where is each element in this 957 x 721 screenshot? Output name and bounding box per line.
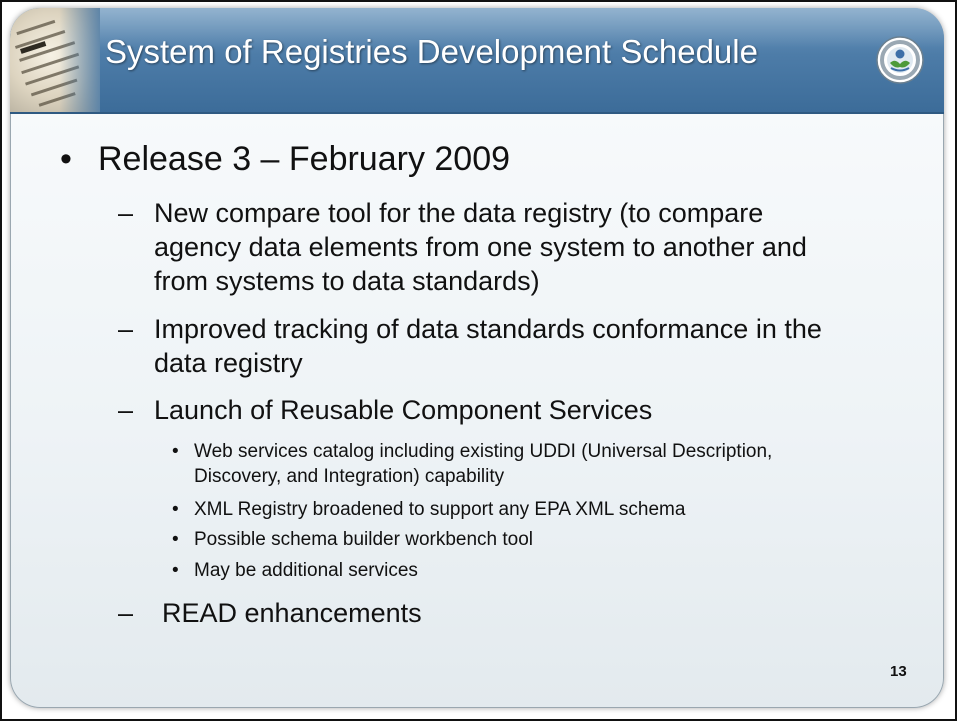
- list-item-text: Launch of Reusable Component Services: [154, 395, 653, 425]
- dash-mark: –: [118, 598, 134, 628]
- page-number: 13: [890, 663, 907, 680]
- sub-item-xml-registry: • XML Registry broadened to support any …: [172, 497, 834, 522]
- list-item-read-enhancements: – READ enhancements: [118, 596, 852, 630]
- list-item-compare-tool: – New compare tool for the data registry…: [118, 196, 844, 298]
- dictionary-text-image: [10, 8, 100, 112]
- sub-item-text: XML Registry broadened to support any EP…: [194, 499, 686, 520]
- sub-item-text: Possible schema builder workbench tool: [194, 529, 534, 550]
- dash-mark: –: [118, 314, 134, 344]
- bullet-mark: •: [172, 529, 179, 550]
- list-item-tracking: – Improved tracking of data standards co…: [118, 312, 844, 380]
- list-item-reusable-services: – Launch of Reusable Component Services: [118, 393, 844, 427]
- list-item-text: READ enhancements: [162, 598, 422, 628]
- epa-seal-icon: [876, 36, 924, 84]
- list-item-text: New compare tool for the data registry (…: [154, 198, 807, 296]
- bullet-mark: •: [172, 499, 179, 520]
- bullet-mark: •: [172, 560, 179, 581]
- title-bar: System of Registries Development Schedul…: [10, 8, 944, 114]
- sub-item-web-services: • Web services catalog including existin…: [172, 439, 834, 489]
- sub-item-text: Web services catalog including existing …: [194, 441, 773, 487]
- release-heading-text: Release 3 – February 2009: [98, 140, 511, 178]
- sub-item-additional-services: • May be additional services: [172, 558, 834, 583]
- dictionary-text-graphic: [10, 8, 100, 112]
- sub-item-text: May be additional services: [194, 560, 418, 581]
- dash-mark: –: [118, 198, 134, 228]
- dash-mark: –: [118, 395, 134, 425]
- bullet-mark: •: [172, 441, 179, 462]
- list-item-text: Improved tracking of data standards conf…: [154, 314, 822, 378]
- title-bar-gloss: [10, 8, 944, 48]
- sub-item-schema-builder: • Possible schema builder workbench tool: [172, 527, 834, 552]
- bullet-mark: •: [60, 140, 72, 178]
- slide: System of Registries Development Schedul…: [10, 8, 944, 708]
- slide-title: System of Registries Development Schedul…: [105, 33, 758, 70]
- release-heading: • Release 3 – February 2009: [60, 139, 510, 179]
